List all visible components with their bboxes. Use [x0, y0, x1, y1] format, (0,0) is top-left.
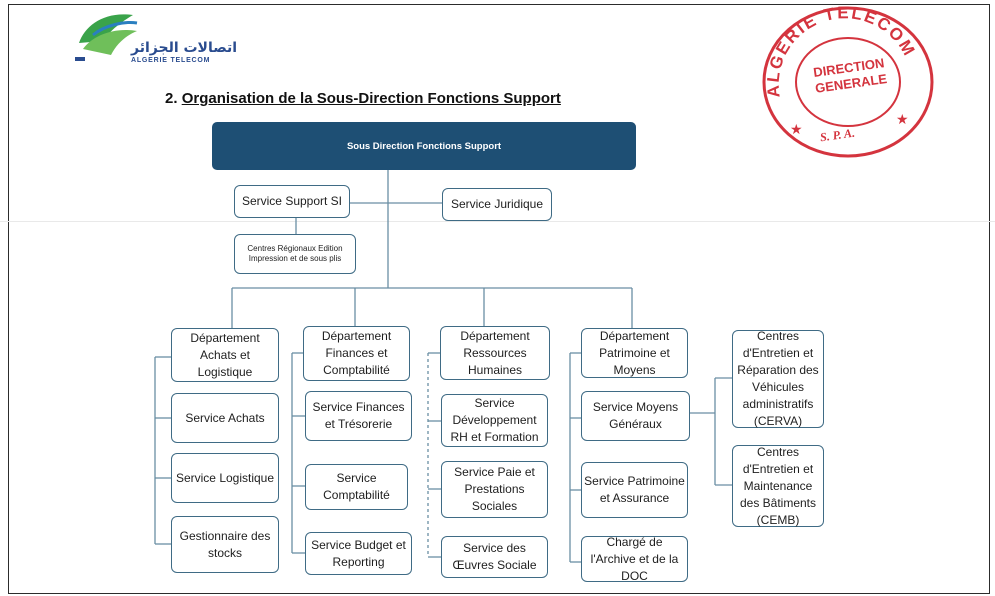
charge-archive-box: Chargé de l'Archive et de la DOC: [581, 535, 688, 583]
root-box: Sous Direction Fonctions Support: [212, 122, 636, 170]
centres-regionaux-box: Centres Régionaux Edition Impression et …: [234, 234, 356, 274]
logo-emblem-icon: [75, 14, 138, 61]
logo-latin-text: ALGERIE TELECOM: [131, 57, 211, 64]
scan-line: [0, 221, 995, 222]
service-logistique-box: Service Logistique: [171, 453, 279, 503]
service-paie-box: Service Paie et Prestations Sociales: [441, 461, 548, 518]
service-budget-box: Service Budget et Reporting: [305, 532, 412, 575]
official-stamp: ALGERIE TELECOM ★ ★: [750, 2, 938, 172]
service-comptabilite-box: Service Comptabilité: [305, 464, 408, 510]
service-moyens-generaux-box: Service Moyens Généraux: [581, 391, 690, 441]
svg-text:★: ★: [790, 121, 803, 137]
logo-arabic-text: اتصالات الجزائر: [131, 40, 238, 56]
department-finances-box: Département Finances et Comptabilité: [303, 326, 410, 381]
service-support-si-box: Service Support SI: [234, 185, 350, 218]
service-oeuvres-box: Service des Œuvres Sociale: [441, 536, 548, 578]
section-title: 2. Organisation de la Sous-Direction Fon…: [165, 90, 561, 107]
section-number: 2.: [165, 90, 178, 107]
stamp-circle-icon: ALGERIE TELECOM ★ ★: [762, 3, 934, 158]
service-finances-box: Service Finances et Trésorerie: [305, 391, 412, 441]
department-rh-box: Département Ressources Humaines: [440, 326, 550, 380]
service-achats-box: Service Achats: [171, 393, 279, 443]
algerie-telecom-logo: [75, 5, 275, 75]
service-patrimoine-assurance-box: Service Patrimoine et Assurance: [581, 462, 688, 518]
centre-cemb-box: Centres d'Entretien et Maintenance des B…: [732, 445, 824, 527]
service-juridique-box: Service Juridique: [442, 188, 552, 221]
section-title-text: Organisation de la Sous-Direction Foncti…: [181, 90, 561, 107]
svg-text:★: ★: [896, 111, 909, 127]
department-patrimoine-box: Département Patrimoine et Moyens: [581, 328, 688, 378]
service-developpement-rh-box: Service Développement RH et Formation: [441, 394, 548, 447]
department-achats-box: Département Achats et Logistique: [171, 328, 279, 382]
centre-cerva-box: Centres d'Entretien et Réparation des Vé…: [732, 329, 824, 428]
gestionnaire-stocks-box: Gestionnaire des stocks: [171, 516, 279, 573]
